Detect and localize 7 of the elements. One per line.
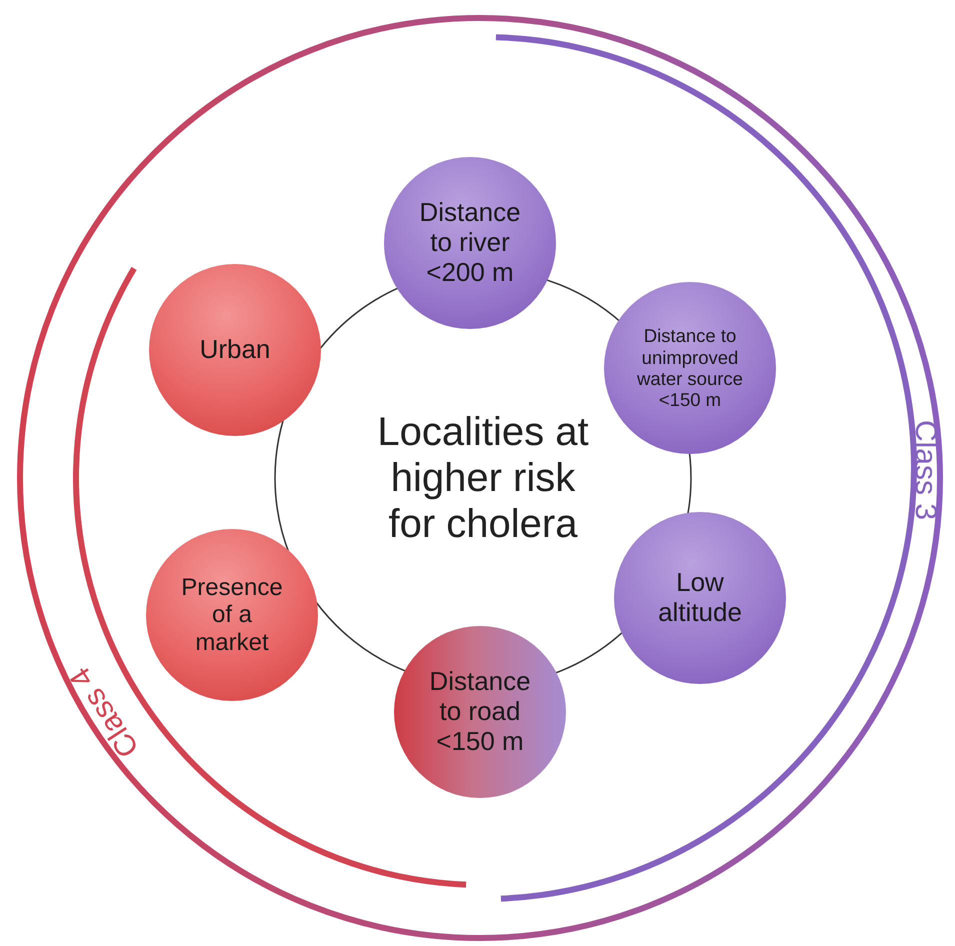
factor-label: Distance to road <150 m — [428, 667, 532, 757]
factor-label: Presence of a market — [180, 574, 284, 656]
factor-label: Low altitude — [657, 568, 743, 628]
factor-label: Distance to unimproved water source <150 m — [636, 325, 744, 411]
factor-label: Urban — [198, 335, 272, 365]
factor-label: Distance to river <200 m — [418, 198, 522, 288]
center-title: Localities at higher risk for cholera — [376, 409, 590, 547]
